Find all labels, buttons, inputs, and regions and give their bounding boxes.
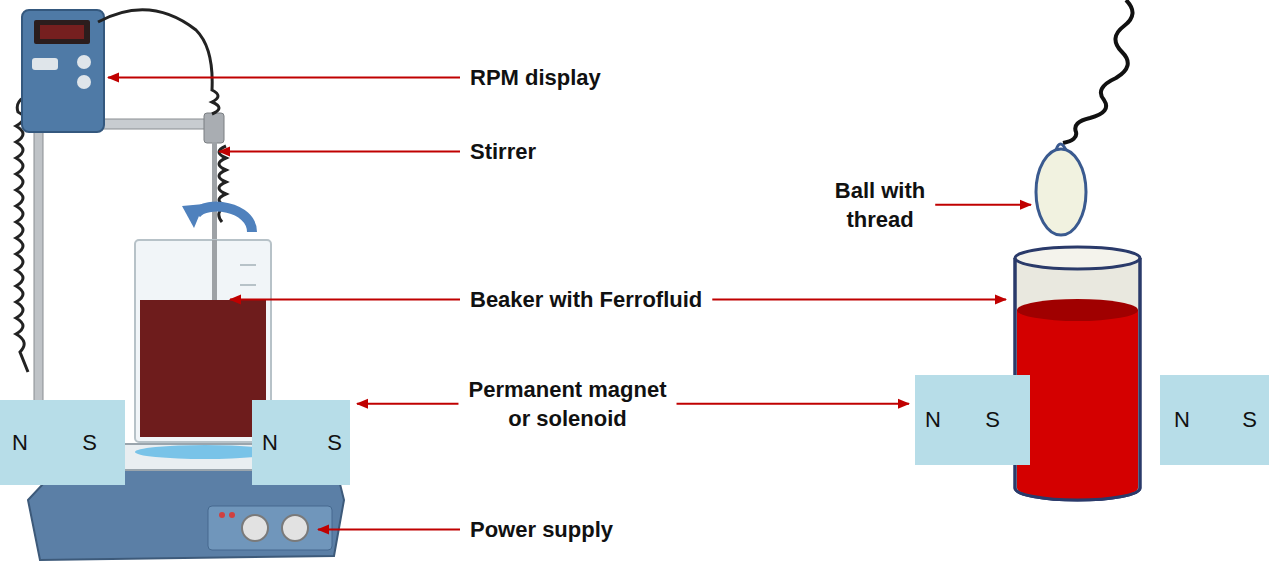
control-panel [208,506,332,550]
glass-beaker [135,240,271,442]
pole-letter: N [925,407,941,433]
part-label: RPM display [470,64,601,93]
indicator-light [229,512,235,518]
beaker-rim [1015,247,1140,269]
rotation-arrow [196,207,252,232]
pole-letter: S [985,407,1000,433]
beaker-outline [1015,258,1140,500]
stirrer-chuck [204,113,224,143]
ferrofluid [140,300,266,437]
part-label: Ball with thread [810,177,950,234]
pole-letter: N [12,430,28,456]
leader-arrow [230,299,460,301]
leader-arrow [219,151,460,153]
part-label: Permanent magnet or solenoid [455,376,680,433]
ferrofluid [1017,310,1138,499]
ferrofluid-surface [1017,299,1138,321]
rpm-screen [34,20,90,44]
rpm-screen-glow [40,25,84,39]
rotation-arrowhead [182,204,204,228]
thread [1063,0,1133,143]
ball-experiment [1015,0,1140,500]
part-label: Power supply [470,516,613,545]
display-button [32,58,58,70]
leader-arrow [357,403,458,405]
beaker-body [1015,258,1140,500]
magnet-block: NS [0,400,125,485]
leader-arrow [318,529,460,531]
magnet-block: NS [915,375,1030,465]
part-label: Beaker with Ferrofluid [470,286,702,315]
pole-letter: S [82,430,97,456]
graduation-mark [240,284,256,286]
indicator-light [219,512,225,518]
part-label: Stirrer [470,138,536,167]
magnet-block: NS [1160,375,1269,465]
graduation-mark [240,264,256,266]
leader-arrow [677,403,909,405]
coiled-cable [98,10,226,222]
pole-letter: S [327,430,342,456]
pole-letter: S [1242,407,1257,433]
display-button [77,55,91,69]
leader-arrow [108,77,460,79]
stirrer-rod [212,240,217,300]
display-button [77,75,91,89]
coiled-cable [16,95,30,372]
rpm-display-unit [22,10,104,132]
control-knob [282,515,308,541]
pole-letter: N [262,430,278,456]
control-knob [242,515,268,541]
leader-arrow [712,299,1006,301]
ball [1036,149,1086,235]
magnet-block: NS [252,400,350,485]
leader-arrow [935,204,1031,206]
pole-letter: N [1174,407,1190,433]
